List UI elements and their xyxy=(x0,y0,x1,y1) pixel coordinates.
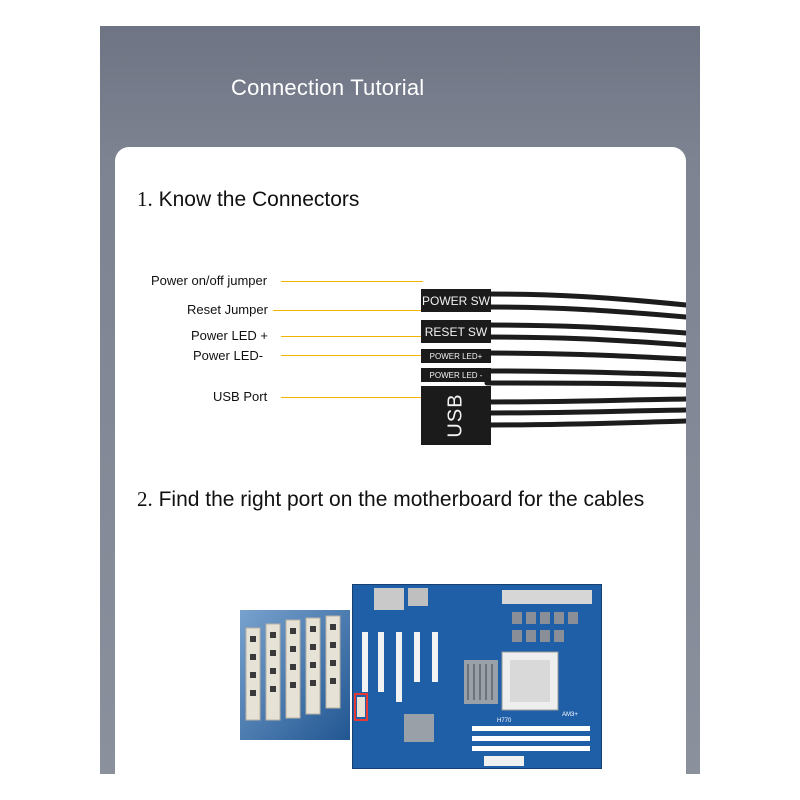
leader-line xyxy=(281,336,423,337)
step2-heading: 2. Find the right port on the motherboar… xyxy=(137,487,644,512)
label-power-led-minus: Power LED- xyxy=(193,348,264,363)
cable-bundle xyxy=(484,291,686,428)
socket-mark: AM3+ xyxy=(562,712,578,718)
leader-line xyxy=(281,355,423,356)
step1-number: 1. xyxy=(137,187,153,211)
tutorial-card: 1. Know the Connectors Power on/off jump… xyxy=(115,147,686,774)
connector-reset-sw: RESET SW xyxy=(421,320,491,343)
leader-line xyxy=(281,281,423,282)
leader-line xyxy=(273,310,423,311)
motherboard-image: AM3+ H770 xyxy=(352,584,602,769)
front-panel-header-highlight xyxy=(354,693,368,721)
leader-line xyxy=(281,397,423,398)
label-power-led-plus: Power LED + xyxy=(191,328,268,343)
connector-power-led-plus: POWER LED+ xyxy=(421,349,491,363)
step1-heading: 1. Know the Connectors xyxy=(137,187,359,212)
page-title: Connection Tutorial xyxy=(231,75,425,100)
board-mark: H770 xyxy=(497,718,512,724)
label-usb-port: USB Port xyxy=(213,389,268,404)
header-pins-closeup xyxy=(240,610,350,740)
usb-connector-label: USB xyxy=(444,393,467,438)
connector-usb: USB xyxy=(421,386,491,445)
step2-text: Find the right port on the motherboard f… xyxy=(158,488,645,511)
tutorial-panel: Connection Tutorial 1. Know the Connecto… xyxy=(100,26,700,774)
connector-power-sw: POWER SW xyxy=(421,289,491,312)
label-power-onoff: Power on/off jumper xyxy=(151,273,268,288)
step1-text: Know the Connectors xyxy=(158,188,360,211)
label-reset: Reset Jumper xyxy=(187,302,268,317)
connector-power-led-minus: POWER LED - xyxy=(421,368,491,382)
step2-number: 2. xyxy=(137,487,153,511)
